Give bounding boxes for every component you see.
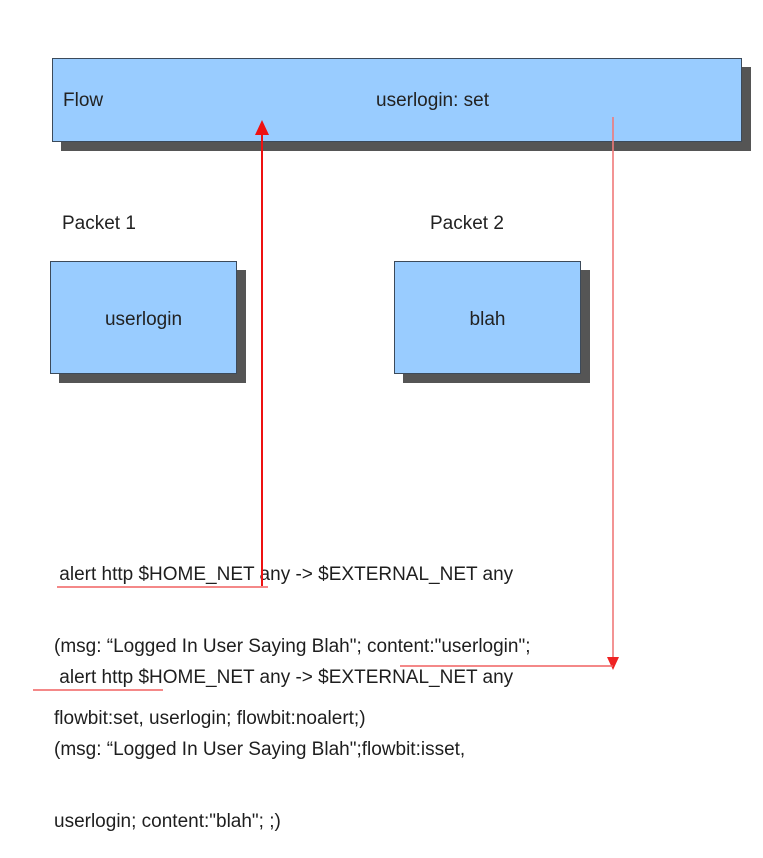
packet-1-box: userlogin <box>50 261 237 374</box>
packet-1-title: Packet 1 <box>62 213 136 234</box>
packet-2-content: blah <box>469 309 506 330</box>
isset-arrow-head-icon <box>607 657 619 670</box>
rule-2-line-1: alert http $HOME_NET any -> $EXTERNAL_NE… <box>54 667 514 688</box>
packet-1-content: userlogin <box>104 309 183 330</box>
rule-1-line-3: flowbit:set, userlogin; flowbit:noalert;… <box>54 708 366 729</box>
rule-2-line-3: userlogin; content:"blah"; ;) <box>54 811 281 832</box>
packet-2-title: Packet 2 <box>430 213 504 234</box>
rule-1-line-2: (msg: “Logged In User Saying Blah"; cont… <box>54 636 531 657</box>
rule-2: alert http $HOME_NET any -> $EXTERNAL_NE… <box>54 618 513 858</box>
flow-box: Flow userlogin: set <box>52 58 742 142</box>
rule-1-line-1: alert http $HOME_NET any -> $EXTERNAL_NE… <box>54 564 514 585</box>
flow-state: userlogin: set <box>376 90 490 111</box>
packet-2-box: blah <box>394 261 581 374</box>
rule-1: alert http $HOME_NET any -> $EXTERNAL_NE… <box>54 515 530 755</box>
rule-2-line-2: (msg: “Logged In User Saying Blah";flowb… <box>54 739 466 760</box>
flow-label: Flow <box>63 90 104 111</box>
